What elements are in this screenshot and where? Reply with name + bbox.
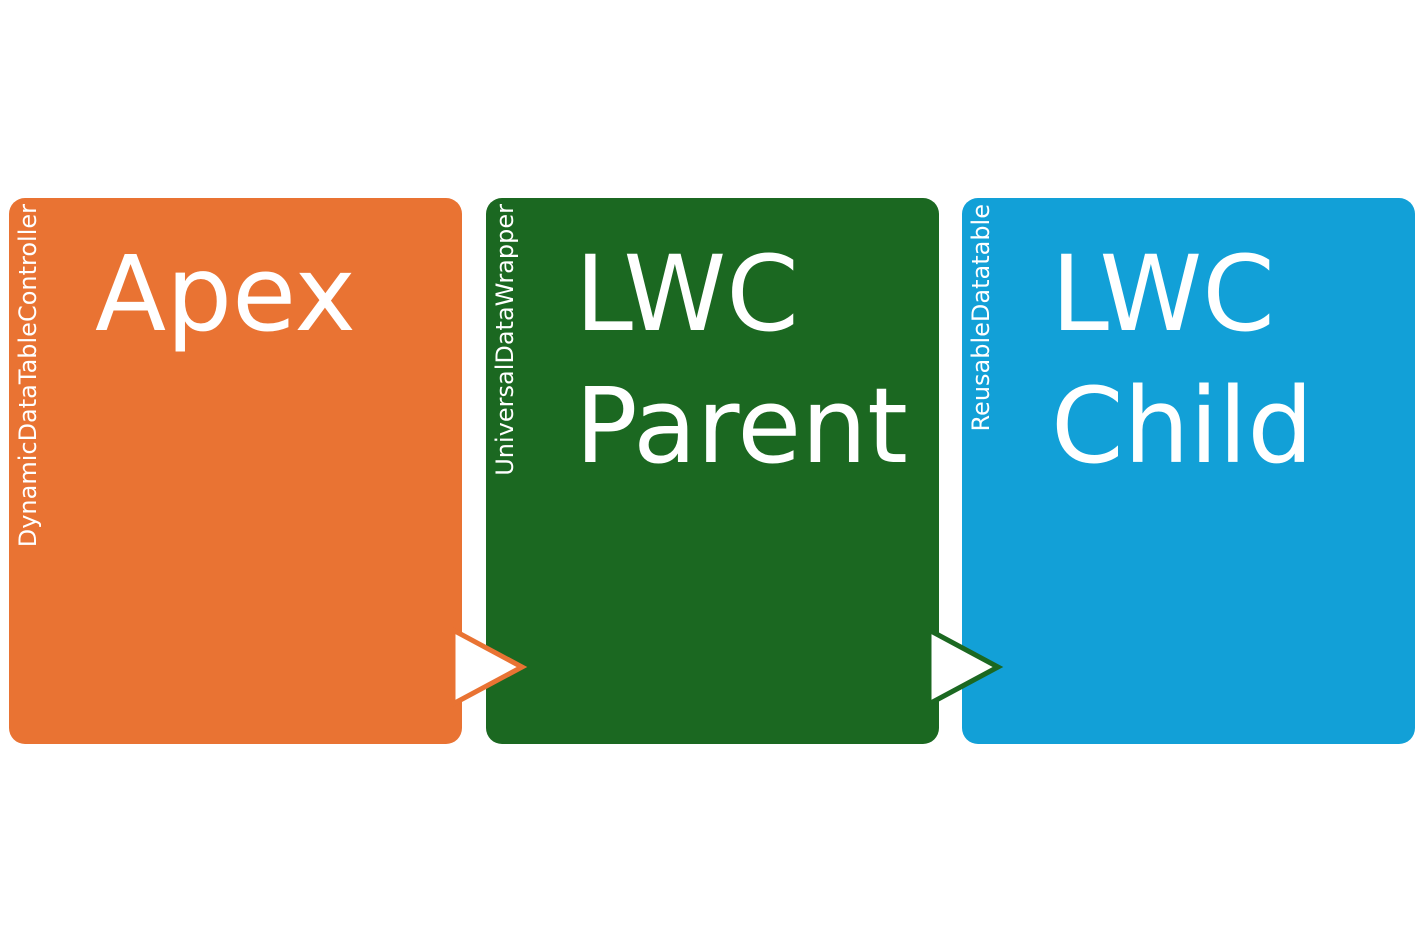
lwc-parent-component-label: UniversalDataWrapper: [491, 204, 519, 476]
lwc-parent-title: LWC Parent: [575, 233, 908, 487]
apex-title: Apex: [95, 233, 356, 355]
arrow-parent-to-child-icon: [926, 627, 1004, 707]
apex-box: DynamicDataTableController Apex: [9, 198, 462, 744]
arrow-apex-to-parent-icon: [450, 627, 528, 707]
lwc-parent-box: UniversalDataWrapper LWC Parent: [486, 198, 939, 744]
apex-component-label: DynamicDataTableController: [14, 204, 42, 548]
lwc-child-component-label: ReusableDatatable: [967, 204, 995, 432]
lwc-child-box: ReusableDatatable LWC Child: [962, 198, 1415, 744]
lwc-child-title: LWC Child: [1051, 233, 1314, 487]
